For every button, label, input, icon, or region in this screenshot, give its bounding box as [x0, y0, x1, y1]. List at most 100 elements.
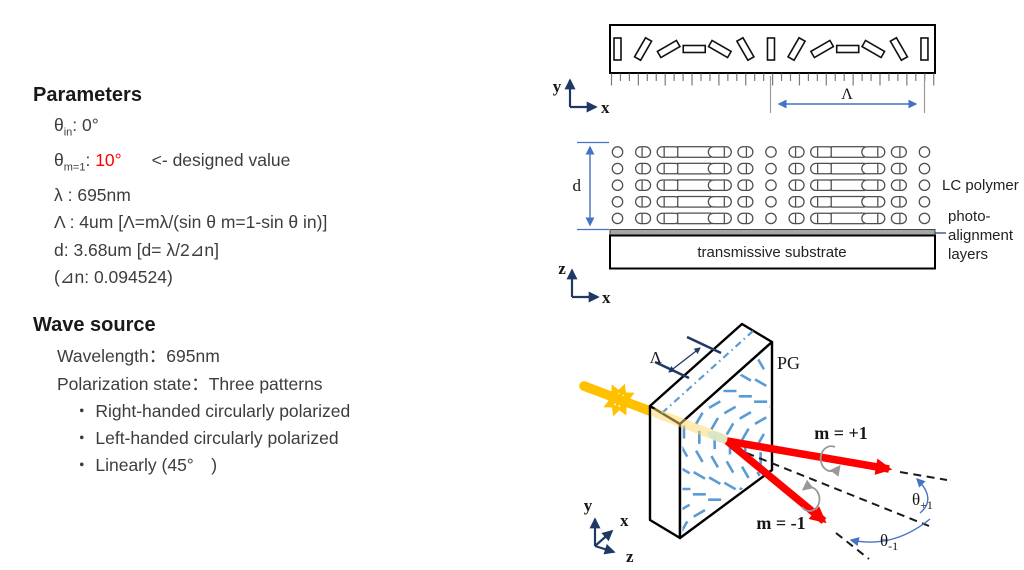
param-lambda: λ : 695nm: [54, 184, 131, 205]
period-tick-right: [686, 335, 722, 355]
handedness-circle-plus1: [819, 445, 841, 477]
lc-molecule: [890, 212, 908, 225]
handedness-circle-minus1: [801, 479, 821, 512]
lc-molecule: [830, 195, 865, 208]
top-face-grating-line: [661, 330, 754, 414]
lc-molecule: [737, 179, 754, 192]
lc-molecule: [918, 212, 931, 225]
lc-molecule: [810, 146, 835, 158]
lc-molecule: [611, 212, 624, 225]
lc-molecule: [656, 212, 681, 225]
lc-molecule: [707, 162, 732, 175]
lc-molecule: [707, 146, 732, 158]
lc-molecule: [765, 179, 777, 192]
wavelength-line: Wavelength：695nm: [57, 346, 220, 367]
diffracted-beam-minus1: [724, 438, 827, 524]
lc-molecule: [677, 195, 712, 208]
theta-minus1-label: θ-1: [880, 531, 898, 553]
x-axis-label: x: [620, 511, 629, 530]
x-axis-arrow: [594, 529, 614, 547]
lc-bar: [766, 37, 776, 61]
lc-dash: [694, 526, 704, 535]
lc-molecule: [861, 195, 886, 208]
polarization-pattern-item: ・ Right-handed circularly polarized: [73, 400, 351, 421]
lc-molecule: [765, 146, 777, 158]
lc-molecule: [788, 146, 805, 158]
lc-molecule: [677, 162, 712, 175]
lc-molecule: [830, 212, 865, 225]
lc-molecule: [890, 162, 908, 175]
lc-molecule: [918, 162, 931, 175]
lc-molecule: [611, 179, 624, 192]
y-axis-label: y: [584, 496, 593, 515]
x-axis-label: x: [602, 288, 611, 307]
param-thickness: d: 3.68um [d= λ/2⊿n]: [54, 239, 219, 260]
starburst-arrow: [621, 392, 635, 403]
lc-bar: [682, 44, 707, 54]
polarization-line: Polarization state：Three patterns: [57, 373, 323, 394]
parameters-list: θin: 0° θm=1: 10°<- designed value λ : 6…: [33, 112, 533, 291]
lc-molecule: [737, 212, 754, 225]
lc-dash: [693, 470, 706, 480]
y-axis-label: y: [553, 77, 562, 96]
param-theta-m1: θm=1: 10°<- designed value: [54, 149, 291, 174]
lc-molecule: [918, 195, 931, 208]
lc-molecule: [737, 162, 754, 175]
lc-dash: [694, 412, 704, 425]
designed-value: 10°: [95, 149, 122, 170]
lc-bar: [860, 39, 886, 59]
lc-bar: [633, 36, 653, 62]
lc-dash: [682, 520, 689, 534]
photo-alignment-label-line1: photo-: [948, 208, 991, 225]
lc-dash: [723, 481, 737, 491]
text-column: Parameters θin: 0° θm=1: 10°<- designed …: [33, 84, 533, 479]
lc-dash: [682, 503, 691, 513]
lc-molecule: [656, 146, 681, 158]
order-plus1-label: m = +1: [814, 423, 868, 443]
lc-polymer-label: LC polymer: [942, 177, 1019, 194]
lc-molecule: [788, 212, 805, 225]
lc-molecule: [634, 195, 652, 208]
lc-molecule: [611, 162, 624, 175]
lc-molecule: [737, 195, 754, 208]
starburst-arrow: [611, 402, 622, 417]
lc-molecule: [918, 146, 931, 158]
period-label: Λ: [650, 348, 663, 367]
pg-slab-left-face: [648, 404, 682, 540]
lc-molecule: [890, 179, 908, 192]
input-beam: [579, 381, 663, 419]
lc-dash: [739, 410, 752, 420]
lc-molecule: [656, 195, 681, 208]
lc-molecule: [890, 195, 908, 208]
theta-plus1-angle-arc: [916, 478, 929, 514]
lc-top-view-bars: [613, 36, 929, 62]
period-label: Λ: [841, 86, 853, 103]
lc-dash: [682, 465, 691, 475]
minus-order-dashed-extension: [835, 532, 870, 560]
thickness-label: d: [573, 176, 582, 195]
lc-molecule: [656, 179, 681, 192]
parameters-heading: Parameters: [33, 84, 142, 106]
lc-dash: [725, 460, 735, 474]
pg-perspective-diagram: Λ PG m = +1 m = -1 θ+1 θ-1 y x z: [579, 322, 948, 566]
lc-bar: [613, 37, 622, 61]
param-birefringence: (⊿n: 0.094524): [54, 267, 173, 288]
lc-bar: [735, 36, 756, 62]
lc-bar: [835, 44, 860, 54]
lc-dash: [754, 378, 767, 388]
theta-minus1-angle-arc: [849, 518, 931, 547]
lc-molecule: [634, 212, 652, 225]
pg-label: PG: [777, 353, 800, 373]
ruler-ticks: [610, 73, 935, 86]
lc-bar: [809, 39, 835, 59]
order-minus1-label: m = -1: [756, 513, 805, 533]
polarization-pattern-item: ・ Left-handed circularly polarized: [73, 428, 339, 449]
photo-alignment-label-line2: alignment: [948, 227, 1014, 244]
param-theta-in: θin: 0°: [54, 115, 99, 139]
lc-dash: [682, 444, 689, 458]
lc-molecule: [918, 179, 931, 192]
lc-molecule: [890, 146, 908, 158]
lc-molecule: [861, 179, 886, 192]
lc-molecule: [788, 162, 805, 175]
lc-bar: [656, 39, 682, 59]
